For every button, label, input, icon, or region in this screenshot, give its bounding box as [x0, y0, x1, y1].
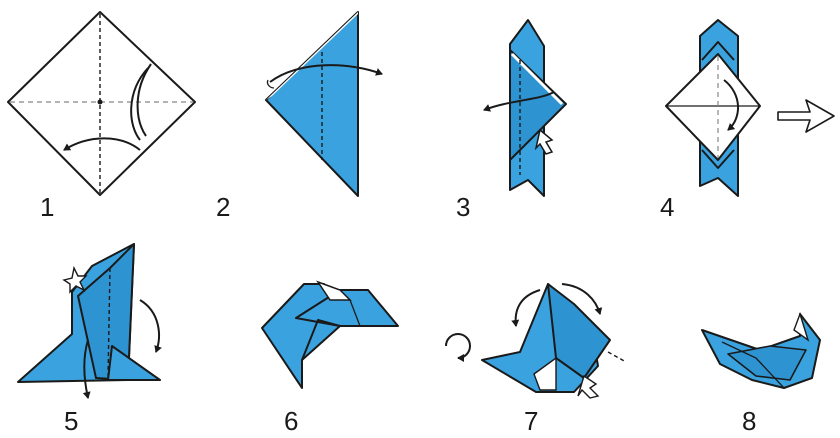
- fold-arrow-icon: [723, 79, 740, 131]
- step-number-7: 7: [524, 406, 538, 436]
- step-6-diagram: [261, 280, 399, 389]
- step-number-1: 1: [40, 192, 54, 222]
- fold-down-arrow-icon: [82, 339, 91, 399]
- fold-left-arrow-icon: [483, 91, 555, 112]
- star-marker-icon: [62, 265, 88, 294]
- inner-flap: [77, 243, 135, 381]
- wing-crease: [349, 299, 361, 327]
- pull-line-icon: [607, 351, 627, 363]
- next-step-arrow-icon: [777, 99, 835, 133]
- fold-right-arrow-icon: [561, 283, 603, 315]
- step-5-diagram: [17, 243, 162, 399]
- fold-left-arrow-icon: [511, 289, 541, 327]
- step-number-4: 4: [660, 192, 674, 222]
- white-edge: [266, 12, 358, 100]
- white-gap: [533, 356, 557, 391]
- triangle-paper: [265, 11, 359, 197]
- fold-over-arrow-icon: [269, 64, 383, 83]
- step-7-diagram: [445, 283, 627, 399]
- step-number-6: 6: [284, 406, 298, 436]
- top-flap-edge: [701, 41, 735, 61]
- arrow-tail-icon: [266, 79, 275, 89]
- step-3-diagram: [483, 19, 567, 197]
- fold-arrow-curve-icon: [130, 67, 149, 141]
- step-number-2: 2: [216, 192, 230, 222]
- step-number-3: 3: [456, 192, 470, 222]
- step-4-diagram: [665, 19, 835, 197]
- step-8-diagram: [701, 311, 821, 389]
- head-flap: [547, 283, 611, 379]
- tail-flap: [107, 345, 161, 381]
- rotate-arrow-icon: [139, 299, 162, 353]
- bird-head-highlight: [793, 311, 810, 342]
- step-2-diagram: [265, 11, 383, 197]
- step-number-8: 8: [742, 406, 756, 436]
- center-dot: [97, 99, 103, 105]
- fold-arrow-icon: [63, 137, 141, 151]
- turn-over-icon: [445, 333, 471, 362]
- bird-crease: [721, 341, 785, 389]
- step-number-5: 5: [64, 406, 78, 436]
- push-arrow-icon: [534, 128, 554, 155]
- body-crease: [301, 319, 341, 361]
- squash-diamond: [665, 53, 761, 161]
- bottom-flap-edge: [701, 149, 735, 169]
- fold-arrow-curve-thick-icon: [136, 63, 152, 137]
- fold-line: [107, 267, 111, 379]
- push-arrow-icon: [577, 374, 600, 399]
- step-1-diagram: [7, 11, 196, 196]
